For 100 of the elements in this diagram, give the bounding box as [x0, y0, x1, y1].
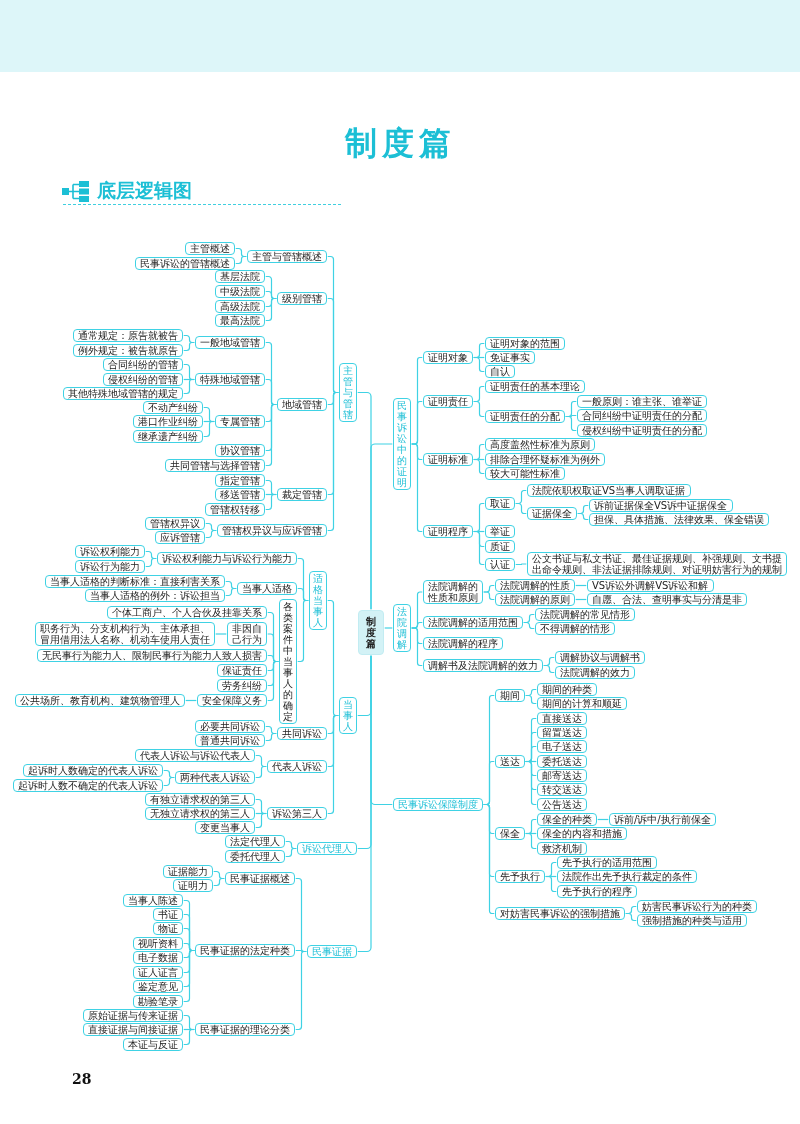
- connector-line: [545, 875, 557, 893]
- topic-text: 证明标准: [428, 454, 468, 465]
- topic-box: [495, 593, 575, 606]
- topic-text: 物证: [158, 923, 178, 934]
- topic-text: 通常规定：原告就被告: [78, 330, 178, 341]
- connector-line: [515, 563, 527, 566]
- connector-line: [473, 530, 485, 566]
- topic-box: [195, 336, 265, 349]
- branch-topic-box: [393, 398, 411, 490]
- topic-box: [103, 373, 183, 386]
- topic-text: 不动产纠纷: [148, 402, 198, 413]
- topic-text: 一般原则：谁主张、谁举证: [582, 396, 702, 407]
- topic-box: [537, 813, 597, 826]
- topic-box: [205, 503, 265, 516]
- topic-text: 主管与管辖: [343, 365, 353, 420]
- topic-text: 电子送达: [542, 741, 582, 752]
- connector-line: [483, 591, 495, 601]
- connector-line: [370, 655, 393, 806]
- topic-text: 非因自己行为: [232, 623, 262, 645]
- topic-box: [217, 679, 267, 692]
- topic-box: [157, 552, 297, 565]
- connector-line: [163, 776, 175, 787]
- topic-box: [133, 937, 183, 950]
- topic-box: [577, 424, 707, 437]
- topic-box: [103, 358, 183, 371]
- topic-box: [153, 908, 183, 921]
- topic-box: [135, 749, 255, 762]
- connector-line: [473, 458, 485, 475]
- section-heading: 底层逻辑图: [97, 179, 192, 202]
- topic-text: 法院调解的性质和原则: [428, 581, 478, 603]
- connector-line: [213, 877, 225, 887]
- topic-box: [423, 616, 523, 629]
- connector-line: [265, 732, 277, 742]
- topic-text: 港口作业纠纷: [138, 416, 198, 427]
- branch-topic-box: [393, 798, 483, 811]
- topic-box: [163, 865, 213, 878]
- topic-text: 制度篇: [366, 616, 376, 649]
- topic-text: VS诉讼外调解VS诉讼和解: [592, 580, 709, 591]
- topic-box: [197, 694, 267, 707]
- topic-text: 送达: [500, 756, 520, 767]
- topic-text: 民事证据的法定种类: [200, 945, 290, 956]
- topic-text: 民事诉讼的管辖概述: [140, 258, 230, 269]
- topic-box: [423, 453, 473, 466]
- connector-line: [255, 765, 267, 779]
- topic-box: [143, 401, 203, 414]
- topic-box: [485, 337, 565, 350]
- topic-box: [195, 944, 295, 957]
- topic-text: 民事证据概述: [230, 873, 290, 884]
- topic-box: [195, 821, 255, 834]
- topic-text: 适格当事人: [313, 573, 323, 628]
- topic-box: [485, 410, 565, 423]
- topic-text: 有独立请求权的第三人: [150, 794, 250, 805]
- topic-text: 证明对象的范围: [490, 338, 560, 349]
- connector-line: [215, 633, 227, 635]
- topic-box: [423, 351, 473, 364]
- connector-line: [473, 400, 485, 418]
- topic-box: [485, 365, 515, 378]
- topic-text: 免证事实: [490, 352, 530, 363]
- topic-box: [485, 453, 605, 466]
- topic-box: [133, 430, 203, 443]
- topic-text: 共同诉讼: [282, 728, 322, 739]
- topic-box: [225, 850, 285, 863]
- topic-text: 自愿、合法、查明事实与分清是非: [592, 594, 742, 605]
- topic-text: 合同纠纷中证明责任的分配: [582, 410, 702, 421]
- topic-text: 各类案件中当事人的确定: [283, 601, 293, 722]
- topic-text: 级别管辖: [282, 293, 322, 304]
- topic-box: [225, 872, 295, 885]
- central-topic-box: [358, 610, 384, 655]
- connector-line: [577, 512, 589, 521]
- topic-box: [133, 951, 183, 964]
- topic-text: 证明责任: [428, 396, 468, 407]
- topic-box: [267, 760, 327, 773]
- topic-text: 普通共同诉讼: [200, 735, 260, 746]
- connector-line: [384, 627, 393, 629]
- topic-text: 取证: [490, 498, 510, 509]
- topic-text: 当事人适格: [242, 583, 292, 594]
- topic-text: 证明对象: [428, 352, 468, 363]
- topic-text: 诉前证据保全VS诉中证据保全: [594, 500, 728, 511]
- topic-box: [277, 292, 327, 305]
- topic-text: 必要共同诉讼: [200, 721, 260, 732]
- topic-text: 劳务纠纷: [222, 680, 262, 691]
- connector-line: [523, 621, 535, 630]
- topic-box: [45, 575, 225, 588]
- branch-topic-box: [393, 604, 411, 652]
- topic-text: 两种代表人诉讼: [180, 772, 250, 783]
- topic-text: 主管与管辖概述: [252, 251, 322, 262]
- topic-text: 公告送达: [542, 799, 582, 810]
- topic-text: 期间: [500, 690, 520, 701]
- topic-box: [535, 608, 635, 621]
- topic-box: [83, 1009, 183, 1022]
- connector-line: [267, 660, 279, 702]
- topic-text: 保全的内容和措施: [542, 828, 622, 839]
- topic-text: 鉴定意见: [138, 981, 178, 992]
- topic-text: 当事人陈述: [128, 895, 178, 906]
- topic-box: [423, 395, 473, 408]
- topic-text: 保全: [500, 828, 520, 839]
- topic-box: [133, 995, 183, 1008]
- topic-box: [75, 545, 145, 558]
- topic-box: [485, 438, 595, 451]
- connector-line: [625, 912, 637, 922]
